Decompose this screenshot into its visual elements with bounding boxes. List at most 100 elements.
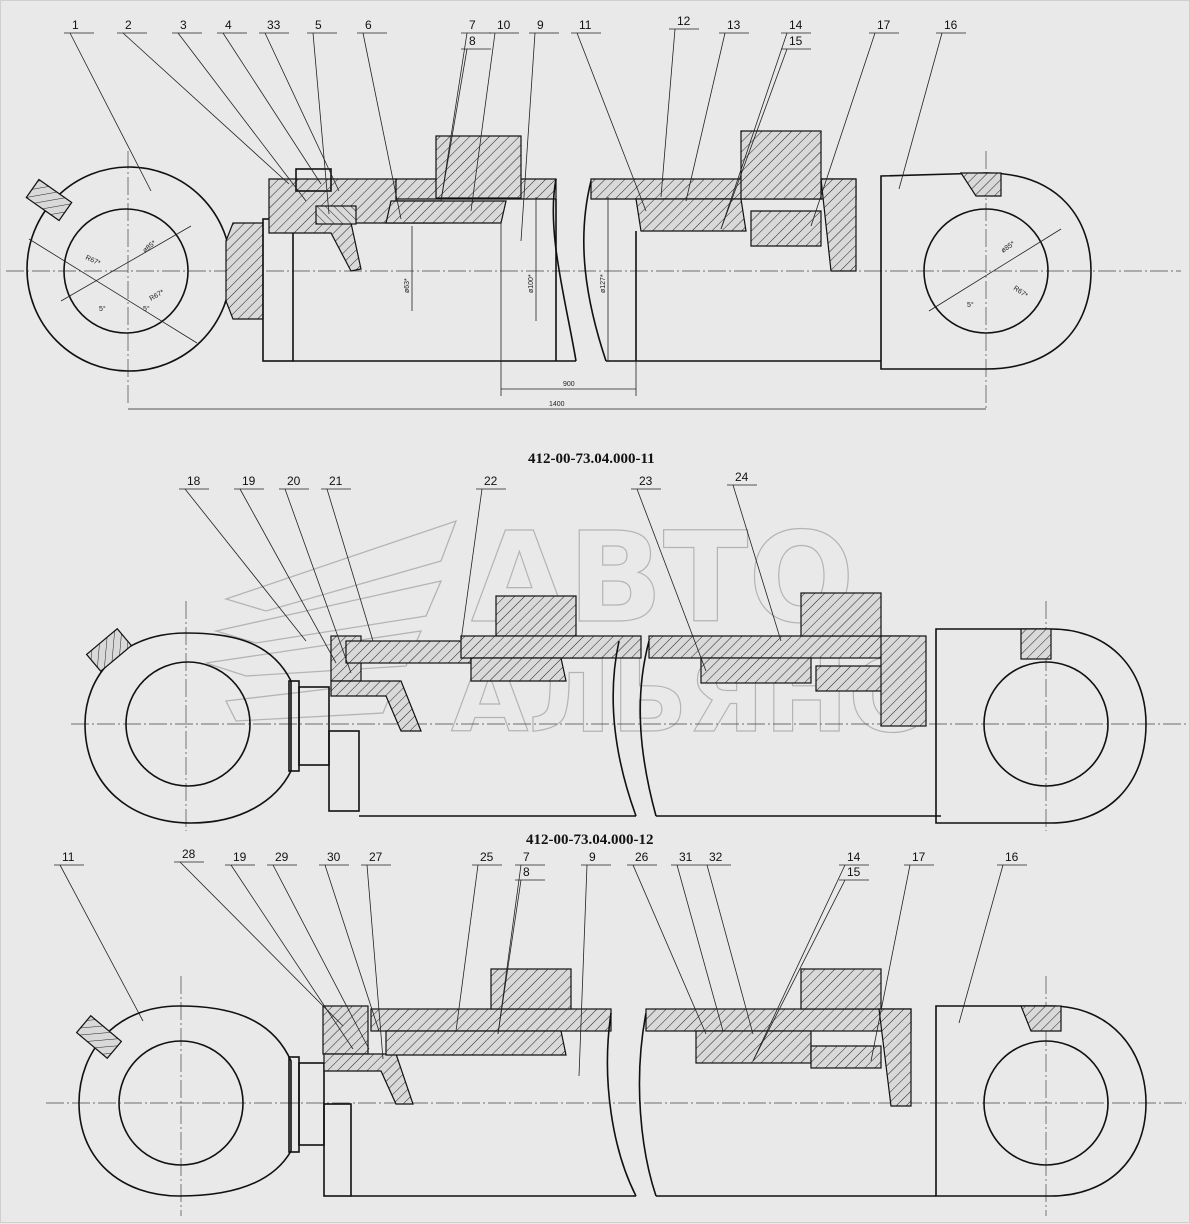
callout-leader (497, 879, 522, 1035)
dim-stroke: 900 (563, 381, 575, 388)
callout-leader (179, 861, 344, 1027)
callout-leader (720, 48, 788, 230)
callout-number: 19 (233, 850, 247, 864)
middle-left-eye (84, 632, 292, 824)
callout-leader (59, 864, 144, 1022)
callout-leader (440, 48, 468, 202)
dim-length: 1400 (549, 401, 565, 408)
callout-leader (732, 484, 782, 642)
bottom-left-eye (78, 1005, 292, 1197)
callout-leader (870, 864, 911, 1062)
callout-leader (184, 488, 307, 642)
callout-leader (470, 32, 496, 212)
callout-number: 22 (484, 474, 498, 488)
middle-view (71, 592, 1186, 831)
callout-leader (272, 864, 370, 1050)
callout-number: 27 (369, 850, 383, 864)
callout-leader (898, 32, 943, 190)
callout-number: 18 (187, 474, 201, 488)
port-boss-left (435, 135, 522, 199)
bottom-view (46, 968, 1186, 1216)
callout-leader (632, 864, 707, 1035)
callout-leader (284, 488, 352, 674)
callout-number: 28 (182, 847, 196, 861)
callout-number: 16 (944, 18, 958, 32)
callout-number: 16 (1005, 850, 1019, 864)
grease-fitting (25, 178, 73, 222)
callout-leader (676, 864, 724, 1032)
callout-leader (122, 32, 290, 185)
dim-eye-left: ø85* (142, 239, 158, 254)
callout-number: 11 (579, 18, 592, 32)
right-eye-outer (880, 172, 1092, 370)
callout-number: 17 (912, 850, 926, 864)
callout-number: 19 (242, 474, 256, 488)
callout-number: 21 (329, 474, 343, 488)
callout-number: 10 (497, 18, 511, 32)
dim-eye-right: ø85* (1000, 240, 1016, 254)
callout-leader (366, 864, 384, 1060)
callout-leader (752, 879, 846, 1062)
watermark: АВТО АЛЬЯНС (205, 505, 922, 756)
callout-leader (362, 32, 402, 220)
callout-leader (264, 32, 340, 192)
bottom-right-eye (935, 1005, 1147, 1197)
callout-number: 4 (225, 18, 232, 32)
callout-leader (720, 32, 788, 230)
callout-leader (578, 864, 588, 1077)
callout-leader (440, 32, 468, 202)
dim-angle-l2: 5° (143, 305, 150, 313)
callout-leader (455, 864, 479, 1032)
callout-number: 23 (639, 474, 653, 488)
callout-number: 17 (877, 18, 891, 32)
bottom-view-title: 412-00-73.04.000-12 (526, 832, 654, 848)
dim-radius-left-b: R67* (149, 289, 166, 303)
callout-leader (810, 32, 876, 227)
callout-number: 30 (327, 850, 341, 864)
callout-number: 3 (180, 18, 187, 32)
callout-number: 24 (735, 470, 749, 484)
callout-leader (230, 864, 354, 1050)
dim-radius-right: R67* (1012, 285, 1029, 300)
port-boss-right (740, 130, 822, 200)
callout-number: 33 (267, 18, 281, 32)
callout-number: 8 (523, 865, 530, 879)
callout-leader (312, 32, 330, 215)
callout-leader (177, 32, 307, 202)
callout-number: 20 (287, 474, 301, 488)
callout-leader (636, 488, 707, 672)
callout-number: 7 (523, 850, 530, 864)
callout-number: 26 (635, 850, 649, 864)
right-eye-bore (923, 208, 1049, 334)
callout-leader (324, 864, 380, 1032)
middle-right-eye (935, 628, 1147, 824)
callout-number: 2 (125, 18, 132, 32)
callout-number: 8 (469, 34, 476, 48)
callout-leader (520, 32, 536, 242)
dim-angle-r: 5° (967, 301, 974, 309)
callout-leader (706, 864, 754, 1035)
callout-number: 31 (679, 850, 693, 864)
callout-number: 13 (727, 18, 741, 32)
callout-number: 14 (847, 850, 861, 864)
callout-number: 12 (677, 14, 691, 28)
callout-leader (752, 864, 846, 1062)
callout-number: 6 (365, 18, 372, 32)
callout-leader (660, 28, 676, 198)
callout-number: 1 (72, 18, 79, 32)
callout-leader (958, 864, 1004, 1024)
dim-radius-left-a: R67* (84, 254, 101, 267)
callout-number: 29 (275, 850, 289, 864)
dim-body: ø127* (600, 274, 607, 293)
callout-number: 9 (589, 850, 596, 864)
callout-leader (460, 488, 483, 642)
callout-number: 9 (537, 18, 544, 32)
callout-leader (685, 32, 726, 202)
callout-number: 14 (789, 18, 803, 32)
dim-bore: ø63* (404, 278, 411, 293)
dim-rod-inner: ø100* (528, 274, 535, 293)
callout-number: 25 (480, 850, 494, 864)
